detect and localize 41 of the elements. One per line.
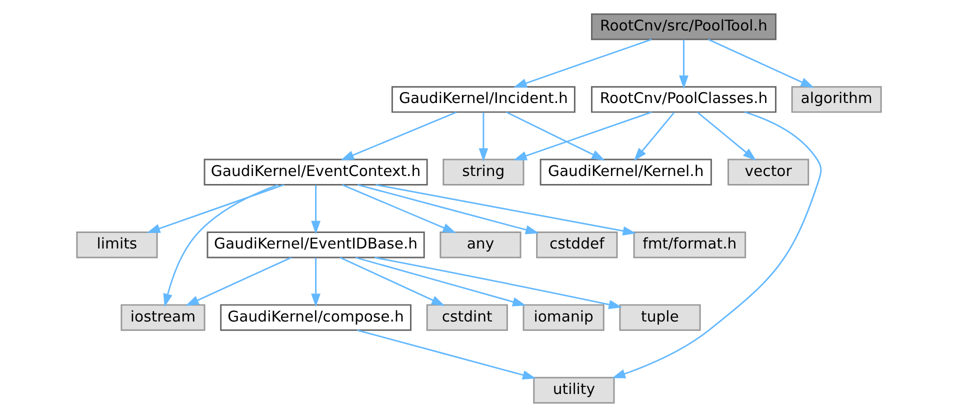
node-box: limits (76, 232, 158, 258)
node-box: cstdint (426, 304, 508, 331)
node-box: vector (728, 158, 810, 186)
arrow (311, 258, 320, 307)
node-box: utility (533, 376, 615, 404)
arrow (478, 112, 488, 162)
node-box: any (440, 232, 522, 258)
arrow (185, 256, 292, 306)
arrow (163, 184, 278, 308)
arrow (355, 256, 526, 306)
arrow (696, 112, 756, 161)
arrow (513, 38, 652, 88)
arrow (612, 111, 822, 378)
arrow (340, 111, 457, 160)
node-box: fmt/format.h (633, 232, 746, 258)
node-box: tuple (619, 304, 701, 331)
node-box: iostream (120, 304, 206, 331)
arrow (506, 111, 606, 160)
node-box: GaudiKernel/Kernel.h (540, 158, 712, 186)
arrow (342, 184, 456, 234)
arrow (358, 184, 539, 234)
arrow (146, 184, 284, 233)
arrow (357, 330, 536, 380)
node-box: algorithm (791, 86, 882, 113)
node-box: GaudiKernel/EventIDBase.h (206, 232, 425, 258)
arrow (513, 111, 652, 160)
arrow (374, 256, 622, 310)
arrow (376, 184, 636, 236)
arrow (634, 112, 675, 162)
node-box: GaudiKernel/Incident.h (391, 86, 576, 113)
arrow (708, 38, 814, 88)
node-box: RootCnv/PoolClasses.h (591, 86, 776, 113)
node-box: string (442, 158, 524, 186)
node-box: GaudiKernel/EventContext.h (204, 158, 428, 186)
node-box: GaudiKernel/compose.h (220, 304, 412, 331)
node-box: RootCnv/src/PoolTool.h (591, 13, 776, 40)
arrow (679, 40, 688, 89)
arrow (311, 185, 320, 234)
arrow (340, 256, 445, 306)
node-box: cstddef (536, 232, 618, 258)
node-box: iomanip (522, 304, 604, 331)
